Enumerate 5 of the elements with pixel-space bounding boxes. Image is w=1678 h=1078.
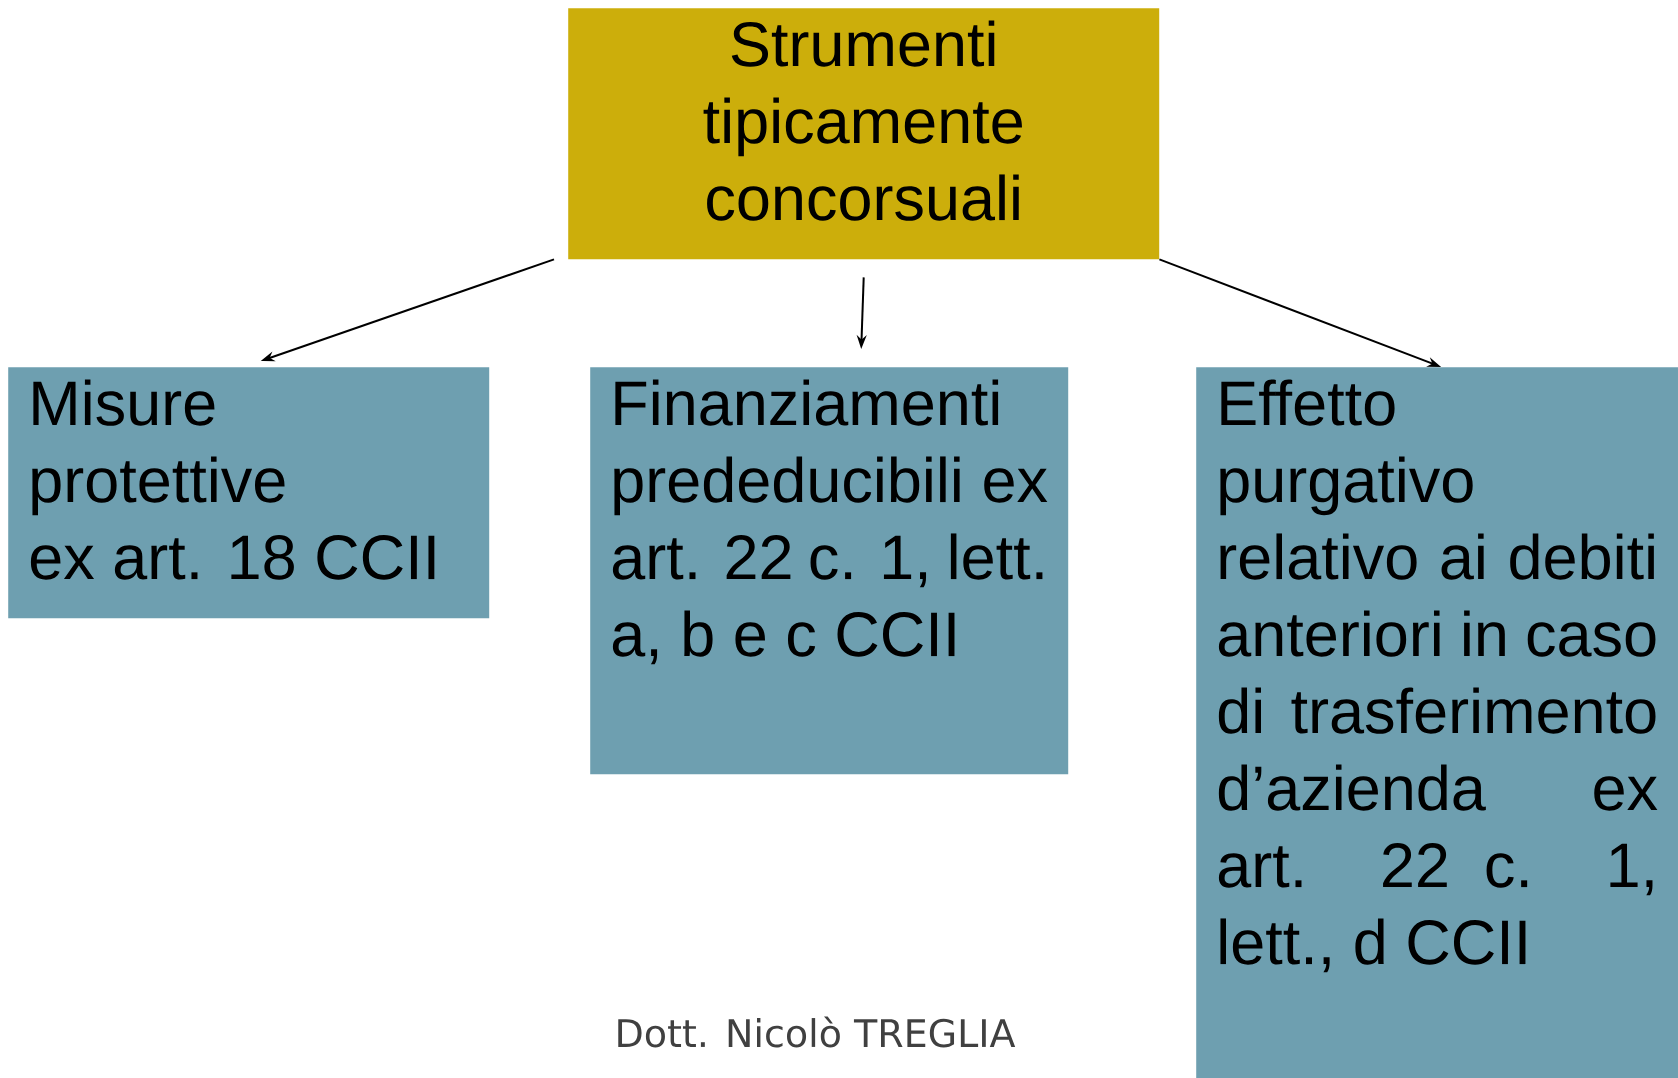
concept-box: Effetto purgativo relativo ai debiti anteriori in caso di trasferimento d’azienda ex art. 22 c. 1, lett., d CCII [1196, 367, 1678, 1078]
concept-box: Finanziamenti prededucibili ex art. 22 c. 1, lett. a, b e c CCII [590, 367, 1069, 775]
concept-box: Misure protettive ex art. 18 CCII [8, 367, 490, 619]
title-box: Strumenti tipicamente concorsuali [568, 8, 1160, 260]
footer-text: Dott. Nicolò TREGLIA [618, 1016, 1016, 1048]
